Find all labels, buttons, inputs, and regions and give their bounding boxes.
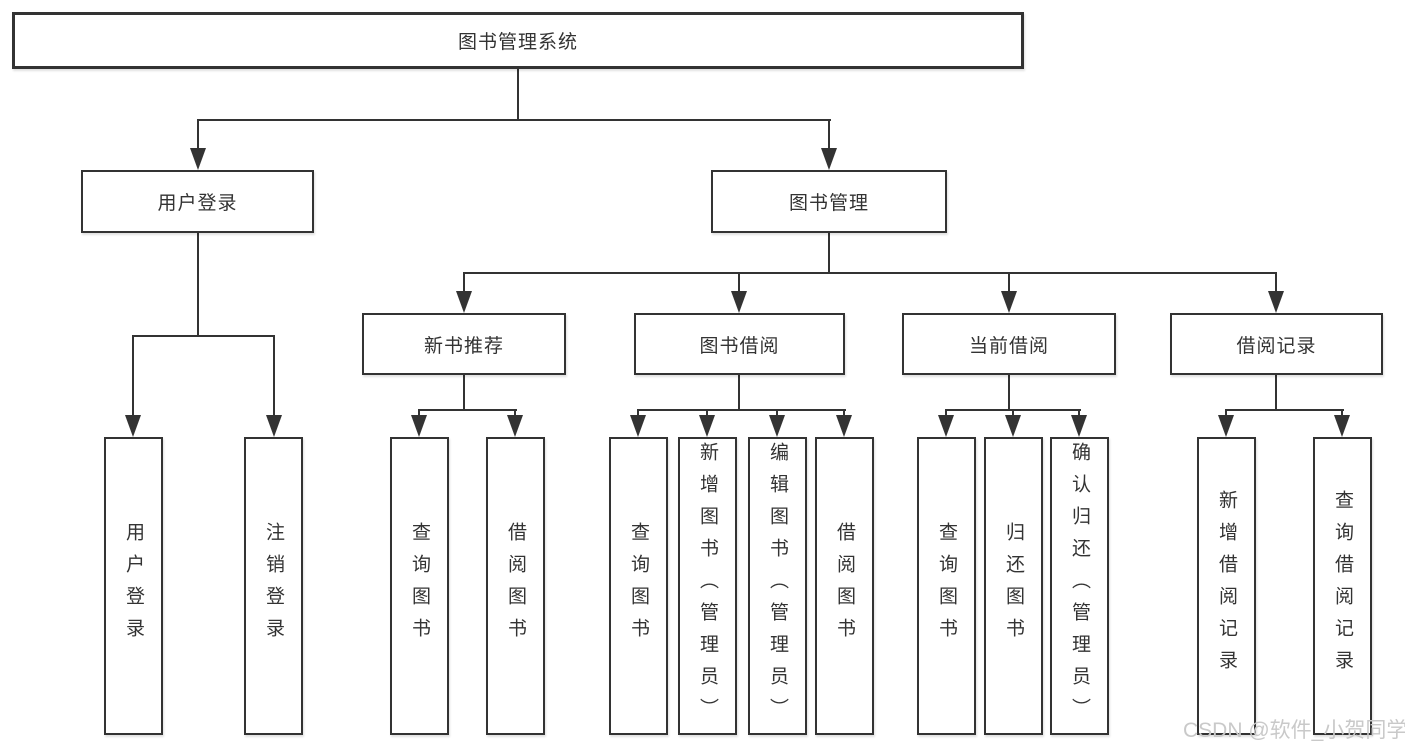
arrowhead-down-icon <box>699 415 715 437</box>
connector-line <box>828 119 830 150</box>
connector-line <box>1008 375 1010 410</box>
leaf-user-login: 用户登录 <box>104 437 163 735</box>
node-book-borrow: 图书借阅 <box>634 313 845 375</box>
connector-line <box>463 272 1277 274</box>
connector-line <box>706 409 708 417</box>
node-current-borrow: 当前借阅 <box>902 313 1116 375</box>
connector-line <box>637 409 846 411</box>
arrowhead-down-icon <box>938 415 954 437</box>
connector-line <box>738 272 740 292</box>
connector-line <box>1341 409 1343 417</box>
node-borrow-records: 借阅记录 <box>1170 313 1383 375</box>
leaf-borrow-book-recommend: 借阅图书 <box>486 437 545 735</box>
connector-line <box>1275 375 1277 410</box>
arrowhead-down-icon <box>507 415 523 437</box>
connector-line <box>1225 409 1344 411</box>
connector-line <box>1012 409 1014 417</box>
leaf-add-book-admin: 新增图书（管理员） <box>678 437 737 735</box>
arrowhead-down-icon <box>190 148 206 170</box>
arrowhead-down-icon <box>1334 415 1350 437</box>
leaf-query-borrow-record: 查询借阅记录 <box>1313 437 1372 735</box>
csdn-watermark: CSDN @软件_小贺同学 <box>1183 719 1405 742</box>
connector-line <box>1008 272 1010 292</box>
arrowhead-down-icon <box>1218 415 1234 437</box>
leaf-return-book: 归还图书 <box>984 437 1043 735</box>
leaf-add-borrow-record: 新增借阅记录 <box>1197 437 1256 735</box>
connector-line <box>1225 409 1227 417</box>
connector-line <box>945 409 947 417</box>
node-library-management-system: 图书管理系统 <box>12 12 1024 69</box>
arrowhead-down-icon <box>1005 415 1021 437</box>
connector-line <box>517 69 519 119</box>
connector-line <box>843 409 845 417</box>
leaf-query-book-current: 查询图书 <box>917 437 976 735</box>
connector-line <box>776 409 778 417</box>
connector-line <box>273 335 275 416</box>
connector-line <box>1275 272 1277 292</box>
arrowhead-down-icon <box>411 415 427 437</box>
arrowhead-down-icon <box>125 415 141 437</box>
leaf-edit-book-admin: 编辑图书（管理员） <box>748 437 807 735</box>
connector-line <box>738 375 740 410</box>
connector-line <box>197 233 199 336</box>
node-book-management: 图书管理 <box>711 170 947 233</box>
arrowhead-down-icon <box>456 291 472 313</box>
arrowhead-down-icon <box>630 415 646 437</box>
connector-line <box>132 335 275 337</box>
connector-line <box>637 409 639 417</box>
leaf-borrow-book: 借阅图书 <box>815 437 874 735</box>
leaf-query-book-borrow: 查询图书 <box>609 437 668 735</box>
connector-line <box>1078 409 1080 417</box>
connector-line <box>197 119 199 150</box>
arrowhead-down-icon <box>1001 291 1017 313</box>
connector-line <box>514 409 516 417</box>
leaf-confirm-return-admin: 确认归还（管理员） <box>1050 437 1109 735</box>
connector-line <box>132 335 134 416</box>
connector-line <box>418 409 517 411</box>
connector-line <box>418 409 420 417</box>
arrowhead-down-icon <box>731 291 747 313</box>
arrowhead-down-icon <box>821 148 837 170</box>
leaf-logout: 注销登录 <box>244 437 303 735</box>
node-new-book-recommend: 新书推荐 <box>362 313 566 375</box>
connector-line <box>463 272 465 292</box>
connector-line <box>828 233 830 273</box>
leaf-query-book-recommend: 查询图书 <box>390 437 449 735</box>
arrowhead-down-icon <box>836 415 852 437</box>
connector-line <box>463 375 465 410</box>
arrowhead-down-icon <box>1071 415 1087 437</box>
arrowhead-down-icon <box>266 415 282 437</box>
arrowhead-down-icon <box>769 415 785 437</box>
connector-line <box>197 119 831 121</box>
arrowhead-down-icon <box>1268 291 1284 313</box>
node-user-login: 用户登录 <box>81 170 314 233</box>
